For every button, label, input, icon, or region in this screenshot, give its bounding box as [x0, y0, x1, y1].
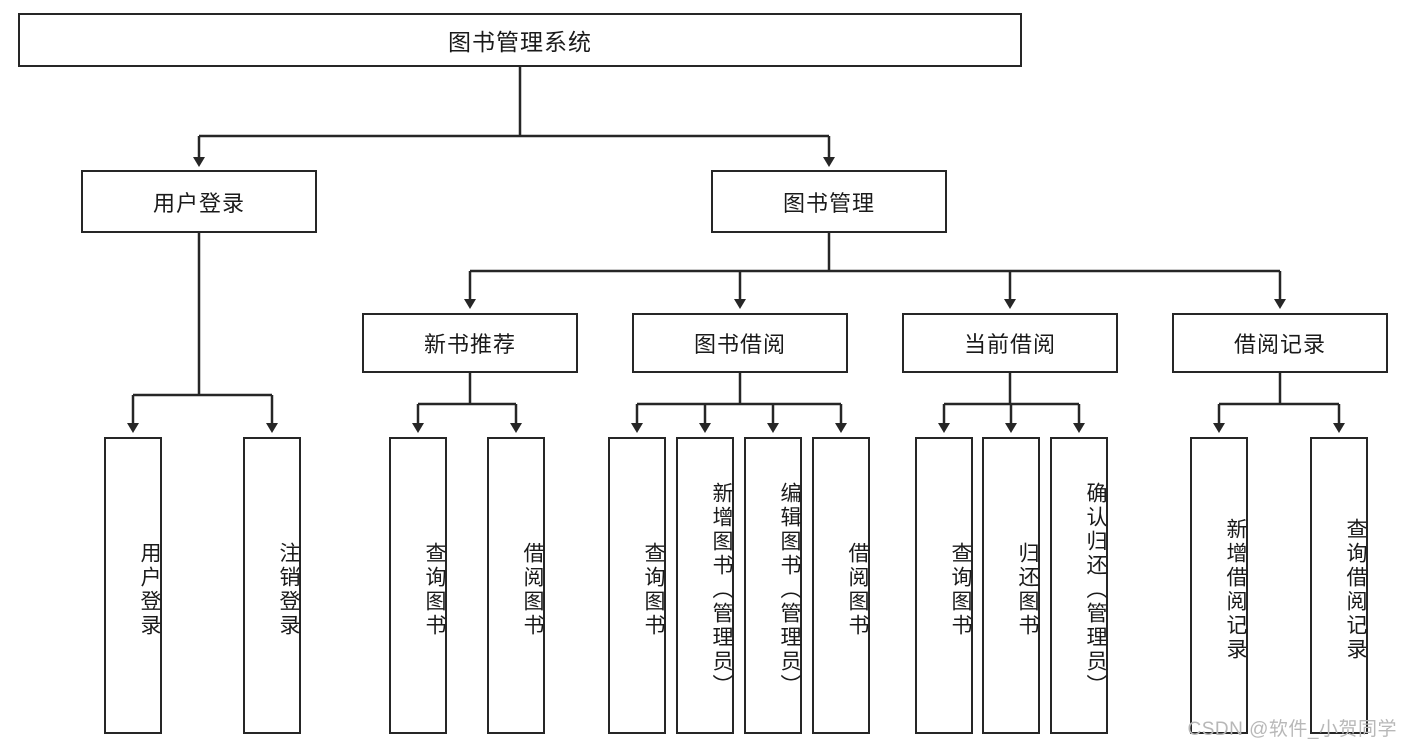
node-current-borrow[interactable]: 当前借阅	[902, 313, 1118, 373]
leaf-book-borrow-edit[interactable]: 编辑图书（管理员）	[744, 437, 802, 734]
node-new-book-recommend[interactable]: 新书推荐	[362, 313, 578, 373]
leaf-new-book-query[interactable]: 查询图书	[389, 437, 447, 734]
node-book-management[interactable]: 图书管理	[711, 170, 947, 233]
node-borrow-records[interactable]: 借阅记录	[1172, 313, 1388, 373]
leaf-new-book-borrow[interactable]: 借阅图书	[487, 437, 545, 734]
leaf-current-borrow-return[interactable]: 归还图书	[982, 437, 1040, 734]
leaf-user-login-login[interactable]: 用户登录	[104, 437, 162, 734]
csdn-watermark: CSDN @软件_小贺同学	[1187, 719, 1397, 740]
leaf-borrow-record-query[interactable]: 查询借阅记录	[1310, 437, 1368, 734]
leaf-book-borrow-query[interactable]: 查询图书	[608, 437, 666, 734]
node-book-borrow[interactable]: 图书借阅	[632, 313, 848, 373]
leaf-borrow-record-add[interactable]: 新增借阅记录	[1190, 437, 1248, 734]
leaf-book-borrow-borrow[interactable]: 借阅图书	[812, 437, 870, 734]
leaf-current-borrow-query[interactable]: 查询图书	[915, 437, 973, 734]
leaf-current-borrow-confirm-return[interactable]: 确认归还（管理员）	[1050, 437, 1108, 734]
leaf-user-login-logout[interactable]: 注销登录	[243, 437, 301, 734]
leaf-book-borrow-add[interactable]: 新增图书（管理员）	[676, 437, 734, 734]
node-root-system[interactable]: 图书管理系统	[18, 13, 1022, 67]
node-user-login[interactable]: 用户登录	[81, 170, 317, 233]
